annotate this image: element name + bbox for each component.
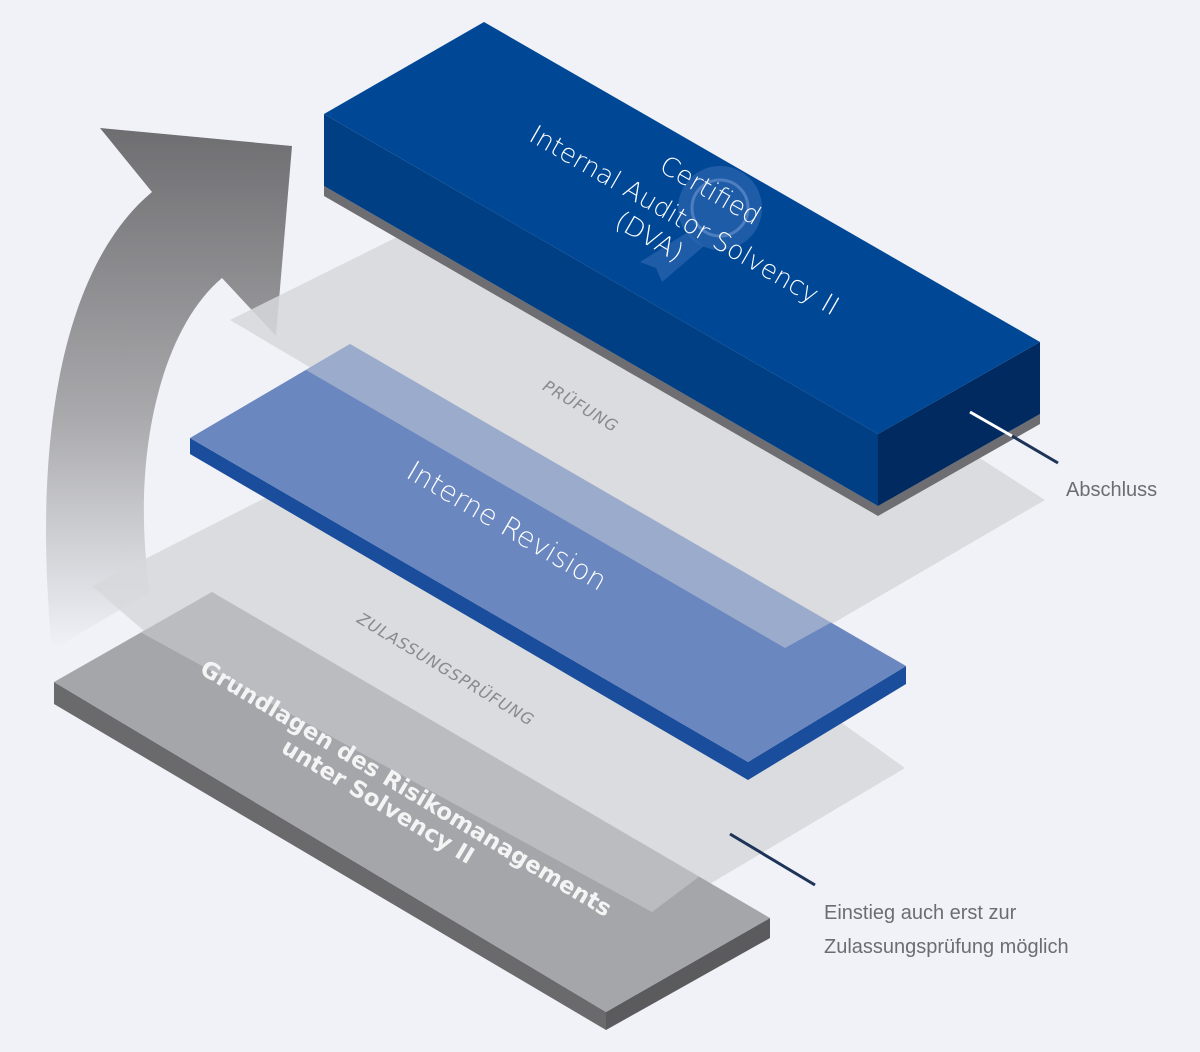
plate-top (190, 344, 906, 762)
leader-line-abschluss (1011, 434, 1059, 465)
bottom-top-face (54, 592, 770, 1012)
leader-line-einstieg (729, 832, 816, 887)
sheet-overlap (306, 344, 832, 648)
plate-interne-revision: Interne Revision (190, 344, 906, 780)
leader-line-abschluss-white (969, 410, 1013, 438)
sheet-pruefung (230, 170, 1045, 650)
progress-arrow (46, 128, 292, 650)
seal-icon (678, 166, 762, 250)
block-top-face (324, 22, 1040, 434)
bottom-front-face (54, 682, 606, 1030)
callout-abschluss: Abschluss (1066, 479, 1158, 501)
block-certified: Certified Internal Auditor Solvency II (… (324, 22, 1040, 516)
seal-ribbon-icon (640, 232, 704, 282)
sheet-zulassung (92, 420, 905, 980)
callout-einstieg-line2: Zulassungsprüfung möglich (824, 936, 1069, 958)
callout-einstieg-line1: Einstieg auch erst zur (824, 902, 1017, 924)
block-grundlagen: Grundlagen des Risikomanagements unter S… (54, 592, 770, 1030)
bottom-side-face (606, 918, 770, 1030)
block-front-face (324, 114, 878, 506)
sheet-over-block (140, 592, 700, 912)
seal-icon-inner (690, 178, 750, 238)
block-side-face (878, 342, 1040, 506)
